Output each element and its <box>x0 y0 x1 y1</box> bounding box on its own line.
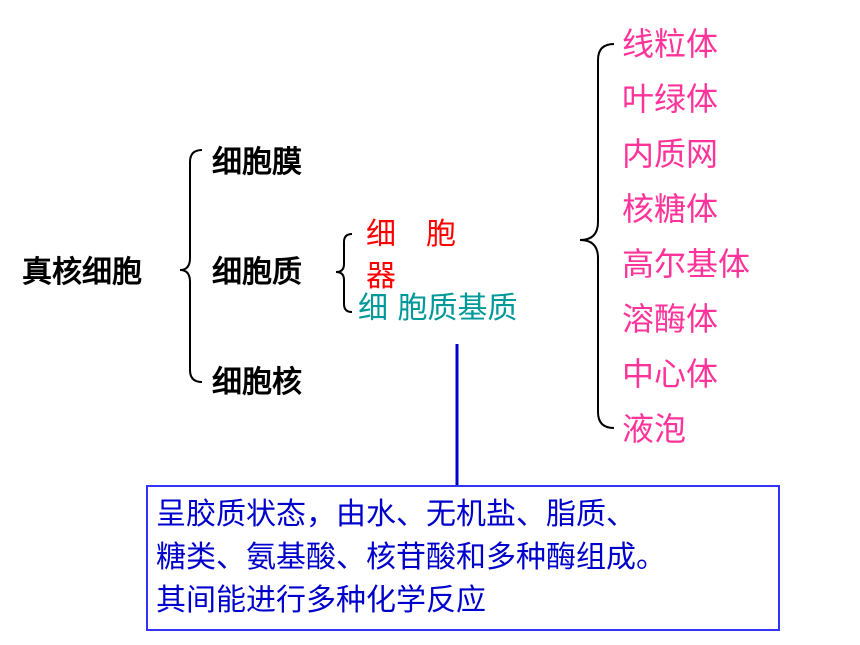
cytoplasmic-matrix-label: 细 胞质基质 <box>358 291 518 326</box>
organelle-endoplasmic-reticulum: 内质网 <box>622 135 719 173</box>
organelle-ribosome: 核糖体 <box>622 190 719 228</box>
organelle-mitochondria: 线粒体 <box>622 25 719 63</box>
description-box: 呈胶质状态，由水、无机盐、脂质、 糖类、氨基酸、核苷酸和多种酶组成。 其间能进行… <box>146 485 780 631</box>
organelle-label-line2: 器 <box>366 259 396 294</box>
organelle-lysosome: 溶酶体 <box>622 300 719 338</box>
organelle-brace <box>579 43 615 429</box>
root-brace <box>179 149 203 383</box>
description-line-2: 糖类、氨基酸、核苷酸和多种酶组成。 <box>156 540 666 575</box>
branch-cytoplasm: 细胞质 <box>212 255 302 290</box>
branch-nucleus: 细胞核 <box>212 365 302 400</box>
description-line-3: 其间能进行多种化学反应 <box>156 583 486 618</box>
organelle-chloroplast: 叶绿体 <box>622 80 719 118</box>
root-label: 真核细胞 <box>22 255 142 290</box>
organelle-label-line1: 细 胞 <box>366 217 456 252</box>
organelle-vacuole: 液泡 <box>622 410 687 448</box>
organelle-golgi: 高尔基体 <box>622 245 751 283</box>
cytoplasm-brace <box>335 233 353 313</box>
organelle-centrosome: 中心体 <box>622 355 719 393</box>
branch-cell-membrane: 细胞膜 <box>212 145 302 180</box>
description-line-1: 呈胶质状态，由水、无机盐、脂质、 <box>156 497 636 532</box>
